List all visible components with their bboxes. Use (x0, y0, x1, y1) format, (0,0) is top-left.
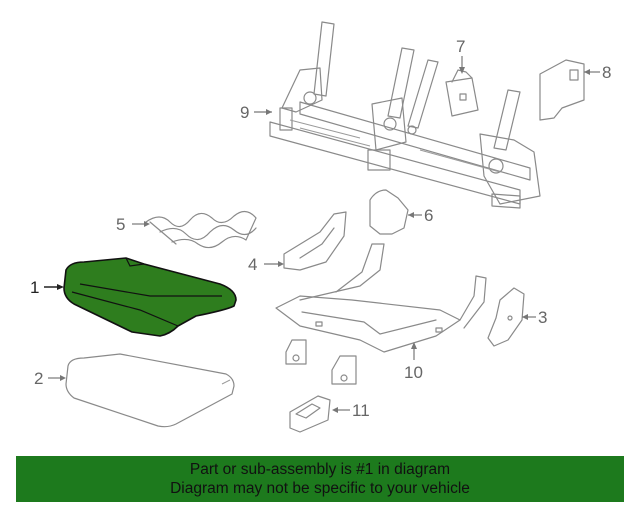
part-11-lower-bracket[interactable] (289, 395, 331, 433)
callout-2[interactable]: 2 (34, 369, 43, 388)
callout-10[interactable]: 10 (404, 363, 423, 382)
leader-arrow-10 (411, 342, 417, 349)
part-9-seat-frame[interactable] (269, 21, 541, 209)
part-6-cover[interactable] (369, 189, 409, 235)
part-10-lower-frame[interactable] (275, 243, 487, 385)
callout-7[interactable]: 7 (456, 37, 465, 56)
callout-4[interactable]: 4 (248, 255, 257, 274)
leader-arrow-4 (278, 261, 284, 267)
callout-5[interactable]: 5 (116, 215, 125, 234)
part-8-side-cover[interactable] (539, 59, 585, 121)
part-7-bracket[interactable] (445, 69, 479, 117)
leader-arrow-8 (584, 69, 590, 75)
leader-arrow-2 (60, 375, 66, 381)
leader-arrow-6 (408, 212, 414, 218)
part-2-cushion-pad[interactable] (65, 353, 235, 428)
leader-arrow-9 (266, 109, 272, 115)
callout-8[interactable]: 8 (602, 63, 611, 82)
callout-3[interactable]: 3 (538, 308, 547, 327)
callout-1[interactable]: 1 (30, 278, 39, 297)
leader-arrow-1 (57, 284, 64, 290)
banner-line-part-info: Part or sub-assembly is #1 in diagram (189, 461, 451, 478)
callout-11[interactable]: 11 (352, 401, 370, 420)
part-4-bracket[interactable] (283, 211, 347, 271)
leader-arrow-11 (332, 407, 338, 413)
callout-9[interactable]: 9 (240, 103, 249, 122)
part-5-seat-spring[interactable] (145, 210, 257, 249)
leader-arrow-5 (144, 221, 150, 227)
part-1-seat-cushion[interactable] (63, 257, 237, 337)
leader-arrow-3 (522, 314, 528, 320)
info-banner: Part or sub-assembly is #1 in diagram Di… (16, 456, 624, 502)
callout-6[interactable]: 6 (424, 206, 433, 225)
part-3-trim[interactable] (487, 287, 525, 347)
banner-line-disclaimer: Diagram may not be specific to your vehi… (170, 480, 470, 497)
leader-arrow-7 (459, 67, 465, 74)
